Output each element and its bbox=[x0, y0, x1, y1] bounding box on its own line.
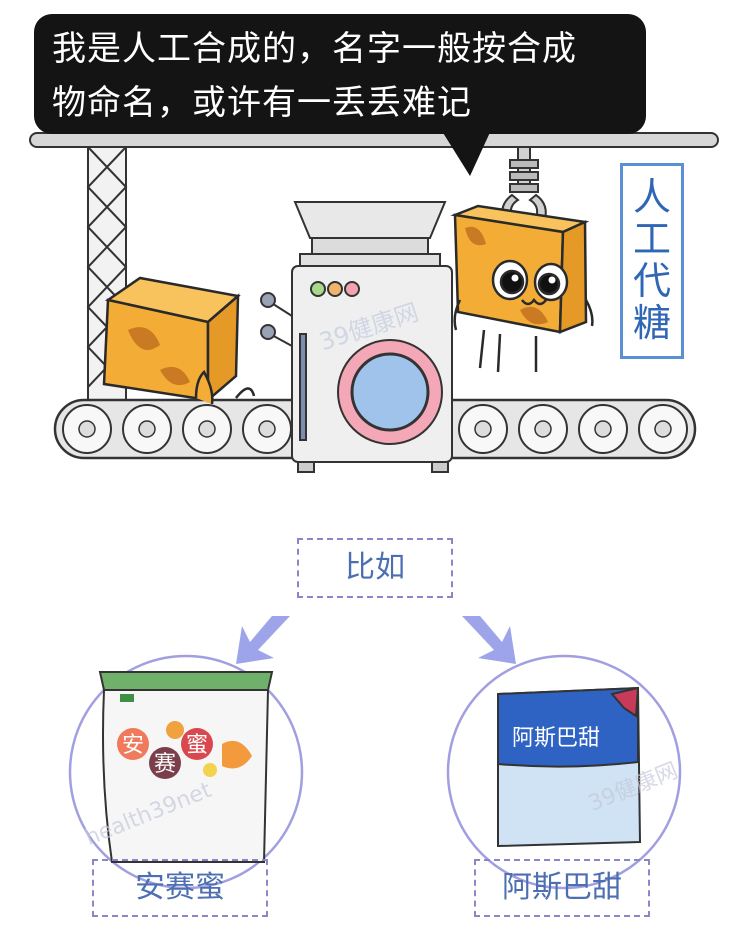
product-caption-aspartame: 阿斯巴甜 bbox=[474, 859, 650, 917]
overhead-rail bbox=[29, 132, 719, 148]
product-caption-acesulfame: 安赛蜜 bbox=[92, 859, 268, 917]
sitting-cube bbox=[102, 276, 256, 405]
speech-line-1: 我是人工合成的，名字一般按合成 bbox=[52, 29, 577, 69]
conveyor-rollers bbox=[62, 404, 688, 454]
side-label-char: 代 bbox=[632, 259, 671, 303]
speech-bubble: 我是人工合成的，名字一般按合成 物命名，或许有一丢丢难记 bbox=[34, 14, 646, 134]
crane-claw bbox=[501, 146, 547, 224]
aspartame-package-label: 阿斯巴甜 bbox=[512, 726, 600, 751]
arrow-down-left bbox=[236, 616, 290, 664]
example-caption: 比如 bbox=[297, 538, 453, 598]
side-label-char: 工 bbox=[632, 217, 671, 261]
package-char-2: 赛 bbox=[154, 752, 176, 777]
speech-line-2: 物命名，或许有一丢丢难记 bbox=[52, 83, 472, 123]
arrow-down-right bbox=[462, 616, 516, 664]
aspartame-package bbox=[497, 686, 642, 848]
speech-tail bbox=[440, 128, 492, 176]
side-label-char: 人 bbox=[632, 175, 671, 219]
processing-machine bbox=[291, 201, 453, 473]
machine-knobs bbox=[260, 292, 293, 347]
acesulfame-package bbox=[98, 671, 274, 863]
package-char-1: 安 bbox=[122, 733, 144, 758]
hanging-cube bbox=[450, 204, 594, 373]
side-label-char: 糖 bbox=[632, 301, 671, 345]
artificial-sweetener-label: 人 工 代 糖 bbox=[620, 163, 684, 359]
package-char-3: 蜜 bbox=[186, 733, 208, 758]
